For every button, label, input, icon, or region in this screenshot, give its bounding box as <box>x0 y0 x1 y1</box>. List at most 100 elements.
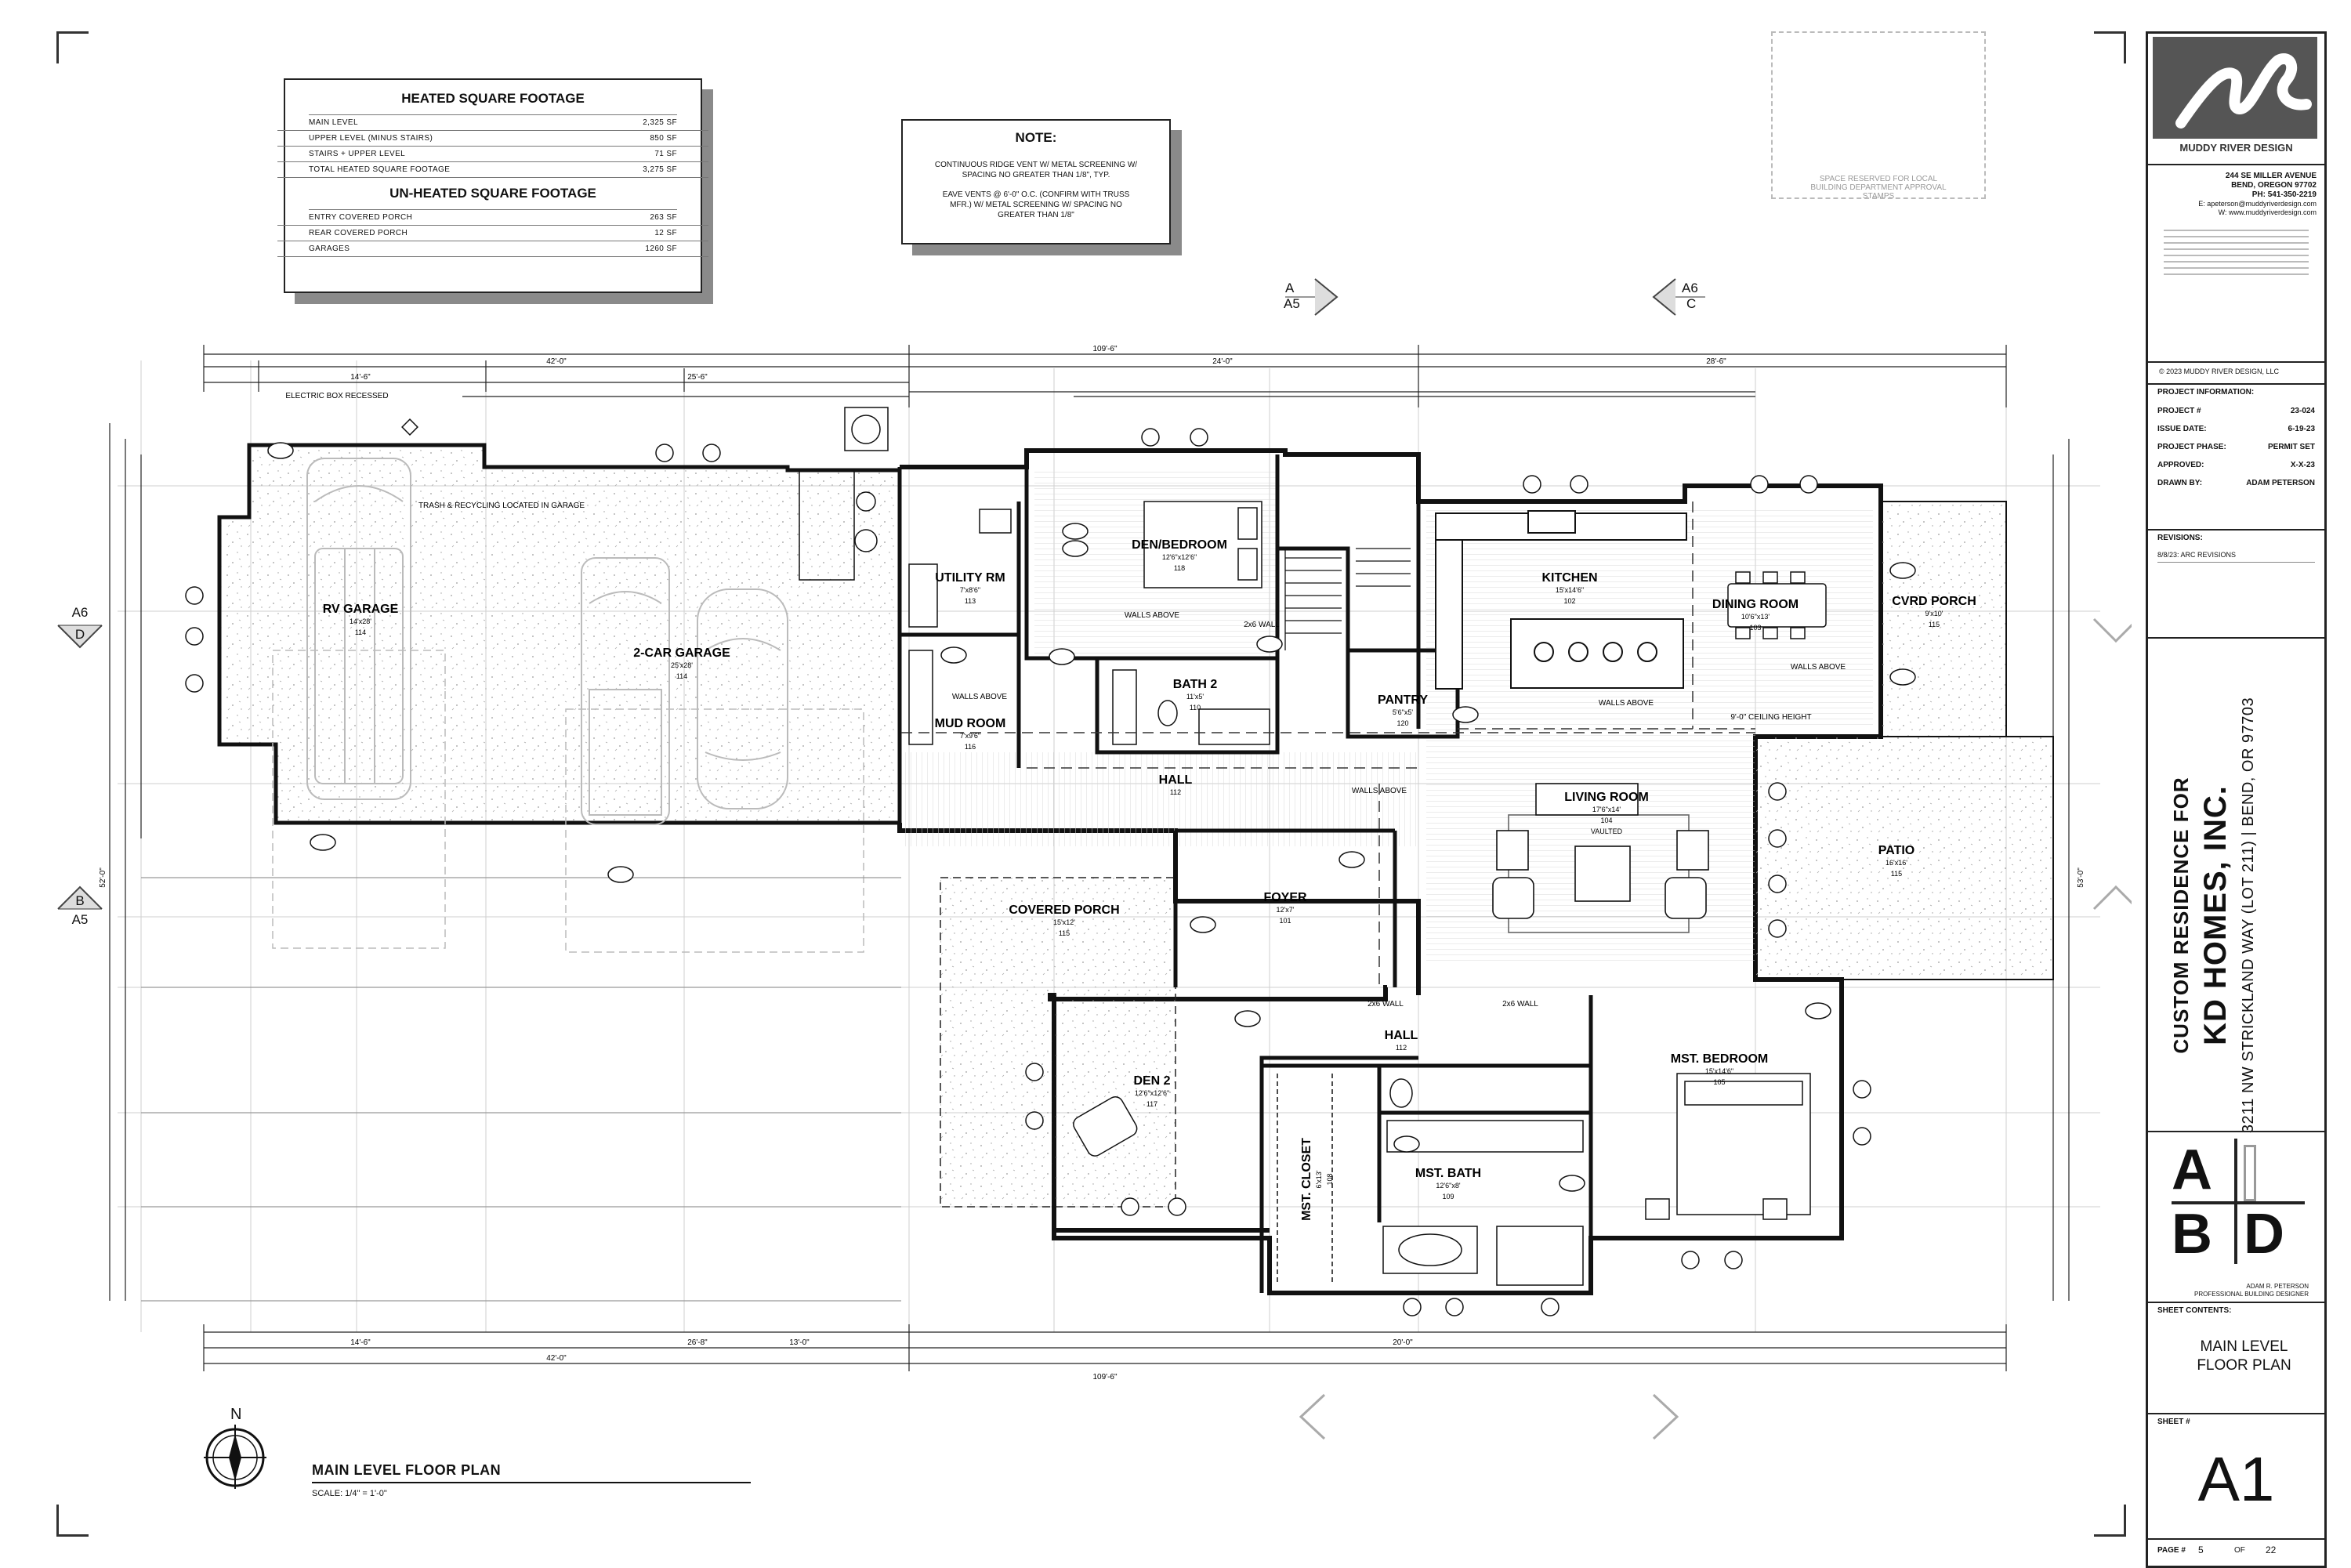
cvrd-porch-slab <box>1880 501 2007 737</box>
label-dining-room: DINING ROOM <box>1712 598 1799 611</box>
label-bath-2: BATH 2 <box>1173 678 1218 691</box>
note-2x6-wall-bath: 2x6 WALL <box>1502 1000 1538 1009</box>
north-letter: N <box>230 1406 242 1423</box>
heated-sqft-label: MAIN LEVEL <box>309 118 358 127</box>
project-info-row: ISSUE DATE:6-19-23 <box>2157 425 2315 433</box>
abd-letter-d: D <box>2244 1203 2284 1266</box>
num-mud-room: 116 <box>965 743 976 751</box>
size-mst-closet: 6'x13' <box>1315 1170 1323 1188</box>
phone: PH: 541-350-2219 <box>2251 190 2317 199</box>
dim-bottom-42: 42'-0" <box>546 1354 567 1363</box>
num-mst-bedroom: 105 <box>1713 1078 1725 1086</box>
section-b-letter: B <box>75 893 85 908</box>
plan-scale: SCALE: 1/4" = 1'-0" <box>312 1489 387 1498</box>
project-info-label: PROJECT PHASE: <box>2157 443 2226 451</box>
heated-sqft-value: 3,275 SF <box>643 165 677 174</box>
num-rv-garage: 114 <box>355 628 366 636</box>
num-cvrd-porch: 115 <box>1929 621 1940 628</box>
driveway <box>141 877 901 1302</box>
crop-mark-tr <box>2094 31 2126 63</box>
page-label: PAGE # <box>2157 1546 2186 1555</box>
floor-plan: RV GARAGE 14'x28' 114 2-CAR GARAGE 25'x2… <box>99 345 2100 1382</box>
unheated-title: UN-HEATED SQUARE FOOTAGE <box>389 186 596 201</box>
size-den-bedroom: 12'6"x12'6" <box>1162 553 1197 561</box>
utility-fixtures <box>908 509 1012 745</box>
approval-stamp-area: SPACE RESERVED FOR LOCAL BUILDING DEPART… <box>1771 31 1986 201</box>
size-utility-rm: 7'x8'6" <box>960 586 980 594</box>
project-info-row: DRAWN BY:ADAM PETERSON <box>2157 479 2315 487</box>
project-info-row: PROJECT #23-024 <box>2157 407 2315 415</box>
note-line-1: CONTINUOUS RIDGE VENT W/ METAL SCREENING… <box>934 161 1138 179</box>
dim-garage-14: 14'-6" <box>350 373 371 382</box>
client-line-1: CUSTOM RESIDENCE FOR <box>2169 777 2193 1054</box>
section-arrow-icon <box>57 625 103 649</box>
label-rv-garage: RV GARAGE <box>323 603 399 616</box>
abd-logo: A B D <box>2172 1139 2305 1272</box>
size-den-2: 12'6"x12'6" <box>1135 1089 1169 1097</box>
crop-mark-tl <box>56 31 89 63</box>
address-line-2: BEND, OREGON 97702 <box>2231 181 2317 190</box>
north-arrow-icon <box>204 1425 266 1489</box>
interior-walls <box>897 454 1593 1293</box>
section-c-sheet: C <box>1686 296 1697 311</box>
unheated-sqft-label: ENTRY COVERED PORCH <box>309 213 413 222</box>
num-hall: 112 <box>1170 788 1181 796</box>
project-info-row: PROJECT PHASE:PERMIT SET <box>2157 443 2315 451</box>
water-heater <box>799 407 889 581</box>
bath2-fixtures <box>1112 669 1270 745</box>
num-pantry: 120 <box>1396 719 1408 727</box>
size-cvrd-porch: 9'x10' <box>1925 610 1943 617</box>
project-info-value: X-X-23 <box>2290 461 2315 469</box>
project-info-row: APPROVED:X-X-23 <box>2157 461 2315 469</box>
section-marker-b: B A5 <box>56 885 103 932</box>
note-walls-above-dining: WALLS ABOVE <box>1791 663 1846 672</box>
size-mst-bedroom: 15'x14'6" <box>1705 1067 1733 1075</box>
client-line-2: KD HOMES, INC. <box>2198 785 2233 1045</box>
note-box: NOTE: CONTINUOUS RIDGE VENT W/ METAL SCR… <box>901 119 1171 244</box>
dim-garage-25: 25'-6" <box>687 373 708 382</box>
section-marker-c: A6 C <box>1652 277 1715 317</box>
patio-slab <box>1755 736 2054 980</box>
heated-sqft-label: STAIRS + UPPER LEVEL <box>309 150 406 158</box>
section-marker-a: A A5 <box>1284 277 1346 317</box>
website: W: www.muddyriverdesign.com <box>2218 208 2317 216</box>
size-dining-room: 10'6"x13' <box>1741 613 1770 621</box>
size-foyer: 12'x7' <box>1277 906 1295 914</box>
abd-letter-b: B <box>2172 1203 2212 1266</box>
label-hall-2: HALL <box>1385 1029 1418 1042</box>
sheet-number-label: SHEET # <box>2157 1418 2190 1426</box>
sheet-number: A1 <box>2197 1444 2275 1514</box>
room-labels: RV GARAGE 14'x28' 114 2-CAR GARAGE 25'x2… <box>323 538 1976 1221</box>
address-line-1: 244 SE MILLER AVENUE <box>2225 172 2317 180</box>
label-utility-rm: UTILITY RM <box>935 571 1005 585</box>
project-info-label: DRAWN BY: <box>2157 479 2203 487</box>
logo-mark-icon <box>2175 53 2312 129</box>
heated-sqft-row: UPPER LEVEL (MINUS STAIRS)850 SF <box>277 131 708 147</box>
master-closet-shelving <box>1277 1074 1333 1285</box>
note-ceiling-height: 9'-0" CEILING HEIGHT <box>1730 713 1811 722</box>
heated-sqft-label: UPPER LEVEL (MINUS STAIRS) <box>309 134 433 143</box>
note-electric-box: ELECTRIC BOX RECESSED <box>285 392 388 400</box>
dim-right-overall: 53'-0" <box>2077 867 2085 888</box>
top-dimension-strings <box>203 345 2007 407</box>
size-mud-room: 7'x9'6" <box>960 732 980 740</box>
master-bed <box>1645 1073 1811 1220</box>
project-info-label: PROJECT # <box>2157 407 2201 415</box>
note-living-vaulted: VAULTED <box>1591 827 1623 835</box>
num-bath-2: 110 <box>1190 704 1201 712</box>
size-patio: 16'x16' <box>1886 859 1907 867</box>
total-pages: 22 <box>2266 1544 2277 1555</box>
unheated-sqft-label: GARAGES <box>309 244 350 253</box>
page-number: 5 <box>2198 1544 2204 1555</box>
site-address: 3211 NW STRICKLAND WAY (LOT 211) | BEND,… <box>2240 697 2257 1134</box>
heated-sqft-value: 71 SF <box>654 150 677 158</box>
section-arrow-icon <box>1652 278 1705 316</box>
dim-overall-top: 109'-6" <box>1092 345 1117 353</box>
num-covered-porch: 115 <box>1059 929 1070 937</box>
heated-title: HEATED SQUARE FOOTAGE <box>401 91 585 106</box>
heated-sqft-row: STAIRS + UPPER LEVEL 71 SF <box>277 147 708 162</box>
plan-title: MAIN LEVEL FLOOR PLAN <box>312 1462 751 1483</box>
